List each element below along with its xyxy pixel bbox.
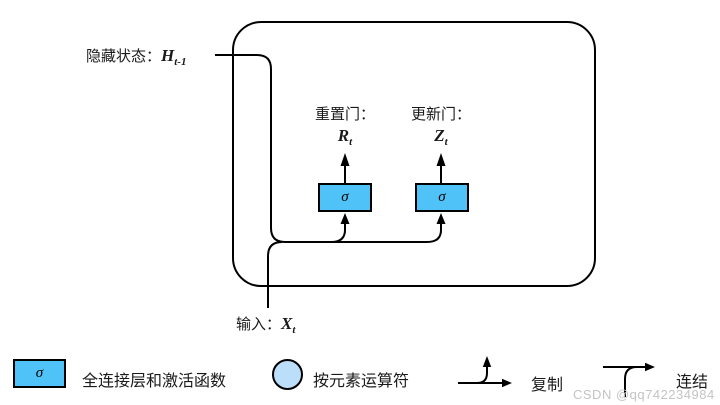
fc-layer-label: 全连接层和激活函数	[82, 373, 227, 390]
update-gate-var-label: Zt	[391, 126, 491, 148]
hidden-state-label: 隐藏状态：Ht-1	[86, 45, 186, 68]
reset-gate-sigma-box: σ	[318, 183, 372, 212]
hidden-state-subscript: t-1	[174, 56, 187, 68]
arrow-up-into-update-gate	[436, 213, 446, 224]
update-gate-output-arrow	[436, 153, 446, 183]
concat-arrow-icon	[603, 362, 655, 397]
hidden-state-path	[215, 54, 446, 243]
reset-gate-title: 重置门：	[314, 106, 375, 123]
arrow-up-into-reset-gate	[340, 213, 350, 224]
hidden-state-text: 隐藏状态：	[86, 48, 162, 65]
reset-gate-subscript: t	[349, 136, 353, 148]
update-gate-subscript: t	[444, 136, 448, 148]
reset-gate-var: R	[337, 126, 350, 145]
update-gate-title: 更新门：	[410, 106, 471, 123]
cell-boundary-box	[232, 21, 596, 287]
copy-branch-to-reset-gate	[330, 213, 350, 243]
update-gate-var: Z	[434, 126, 445, 145]
sigma-symbol: σ	[438, 189, 446, 205]
update-gate-sigma-box: σ	[415, 183, 469, 212]
copy-label: 复制	[531, 377, 564, 394]
input-subscript: t	[292, 324, 296, 336]
copy-arrow-icon	[458, 356, 512, 388]
fc-layer-icon: σ	[13, 359, 66, 388]
elementwise-operator-icon	[272, 359, 303, 390]
input-var: X	[281, 314, 293, 333]
input-text: 输入：	[236, 316, 282, 333]
input-path	[267, 241, 283, 308]
csdn-watermark: CSDN @qq742234984	[573, 387, 715, 402]
legend-sigma-symbol: σ	[35, 365, 44, 381]
concat-label: 连结	[676, 374, 709, 391]
reset-gate-output-arrow	[340, 153, 350, 183]
reset-gate-var-label: Rt	[295, 126, 395, 148]
hidden-state-var: H	[161, 46, 175, 65]
elementwise-operator-label: 按元素运算符	[313, 373, 410, 390]
input-label: 输入：Xt	[236, 313, 295, 336]
sigma-symbol: σ	[341, 189, 349, 205]
